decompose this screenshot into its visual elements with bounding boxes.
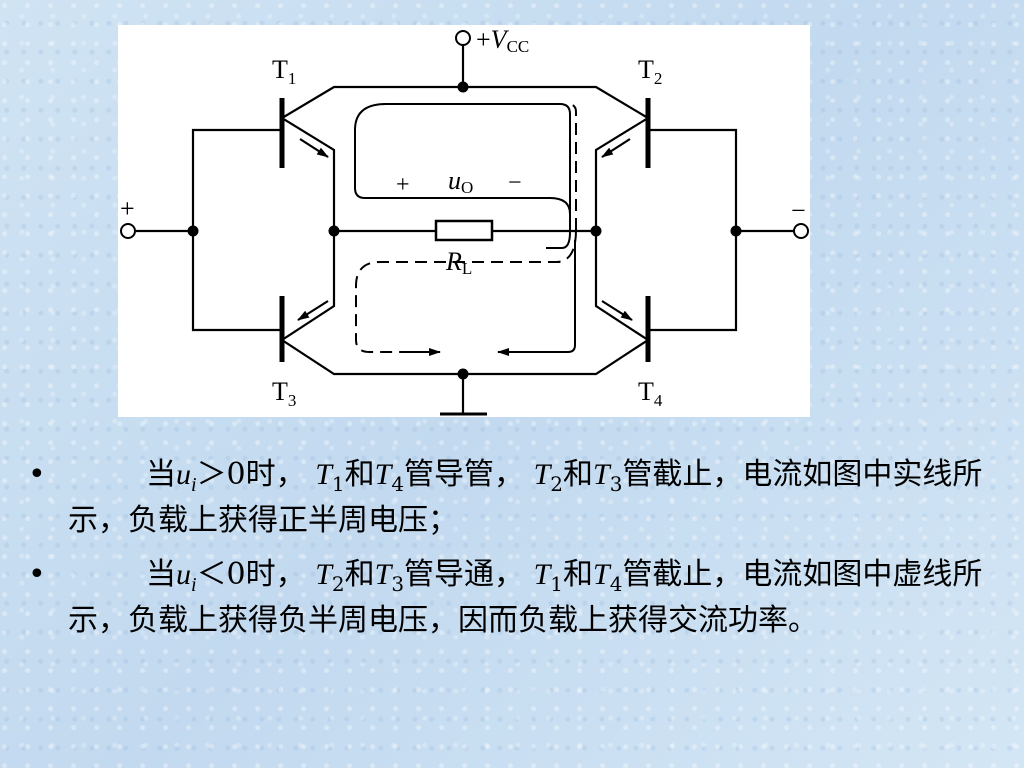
t1-label: T1 (272, 55, 296, 88)
t3-label: T3 (272, 377, 296, 410)
bullet-negative-half: •当ui＜0时， T2和T3管导通， T1和T4管截止，电流如图中虚线所示，负载… (28, 552, 998, 644)
vcc-terminal (455, 30, 471, 46)
t1-emitter-arrow (299, 138, 329, 158)
input-plus-terminal (120, 223, 136, 239)
explanation-list: •当ui＞0时， T1和T4管导管， T2和T3管截止，电流如图中实线所示，负载… (28, 452, 998, 652)
bullet-dot: • (28, 557, 46, 592)
t2-label: T2 (638, 55, 662, 88)
solid-current-path (386, 103, 576, 353)
input-minus-terminal (793, 223, 809, 239)
uo-minus-label: − (508, 170, 522, 196)
vcc-label: +VCC (476, 25, 529, 56)
uo-label: uO (448, 166, 473, 197)
emitter-arrows (297, 138, 633, 321)
dashed-current-path (355, 261, 560, 353)
t2-emitter-arrow (601, 138, 631, 158)
bullet-positive-half: •当ui＞0时， T1和T4管导管， T2和T3管截止，电流如图中实线所示，负载… (28, 452, 998, 544)
uo-plus-label: + (396, 172, 410, 198)
t4-label: T4 (638, 377, 663, 410)
transistor-bases (279, 98, 651, 416)
junction-dots (187, 81, 742, 380)
input-minus-label: − (791, 196, 806, 225)
t4-emitter-arrow (601, 300, 633, 321)
bridge-amplifier-diagram: +VCC T1 T2 T3 T4 + − + uO − RL (118, 25, 810, 417)
circuit-svg: +VCC T1 T2 T3 T4 + − + uO − RL (120, 25, 809, 416)
t3-emitter-arrow (297, 300, 329, 321)
rl-label: RL (445, 247, 472, 278)
input-plus-label: + (120, 194, 135, 223)
load-resistor (434, 219, 494, 242)
bullet-dot: • (28, 457, 46, 492)
